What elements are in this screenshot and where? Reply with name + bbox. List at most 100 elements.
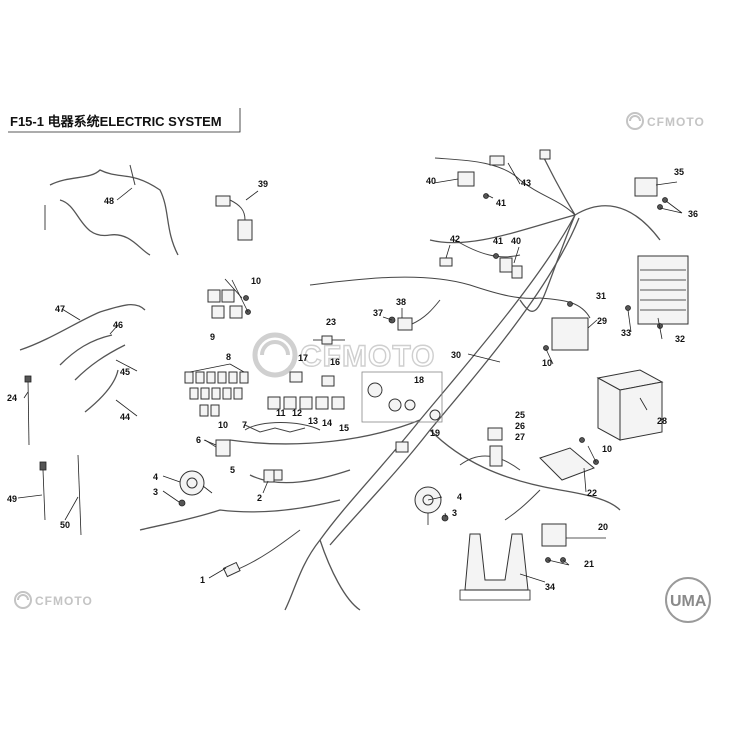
callout-32: 32 [675,334,685,344]
callout-9: 9 [210,332,215,342]
part-29-starter-relay [543,301,589,351]
callout-10-a: 10 [251,276,261,286]
part-25-27-switch [487,427,503,467]
callout-40-b: 40 [511,236,521,246]
watermark-text: CFMOTO [300,340,435,373]
part-3-bolt-right [441,514,449,522]
callout-leaders [17,162,683,583]
callout-5: 5 [230,465,235,475]
brand-name: CFMOTO [647,115,705,129]
part-22-control-module [539,437,599,481]
part-38-sensor [397,299,441,331]
callout-numbers: 1 2 3 3 4 4 5 6 7 8 9 10 10 10 10 11 12 … [7,167,698,592]
callout-28: 28 [657,416,667,426]
callout-26: 26 [515,421,525,431]
callout-6: 6 [196,435,201,445]
part-32-regulator [625,255,689,329]
part-49-tie [39,461,47,521]
callout-29: 29 [597,316,607,326]
uma-badge-icon: UMA [665,577,711,623]
cfmoto-watermark-icon [252,332,298,378]
part-2-connector [263,469,283,483]
callout-1: 1 [200,575,205,585]
callout-18: 18 [414,375,424,385]
brand-top-right: CFMOTO [626,112,705,130]
part-11-15-relays [267,396,345,410]
part-18-ignition-switch [361,371,443,423]
callout-21: 21 [584,559,594,569]
center-watermark: CFMOTO [252,332,435,378]
callout-3-right: 3 [452,508,457,518]
part-4-horn-right [414,486,442,525]
part-28-battery [596,369,664,441]
callout-35: 35 [674,167,684,177]
callout-33: 33 [621,328,631,338]
uma-badge-text: UMA [670,593,707,610]
callout-48: 48 [104,196,114,206]
part-47-harness [19,304,146,351]
part-16-connector [321,375,335,387]
callout-41-a: 41 [496,198,506,208]
callout-11: 11 [276,408,286,418]
part-23-connector [313,335,345,345]
callout-10-c: 10 [542,358,552,368]
callout-22: 22 [587,488,597,498]
part-40-43-connectors [439,149,551,279]
callout-36: 36 [688,209,698,219]
part-8-fuse-set [184,371,249,417]
callout-43: 43 [521,178,531,188]
brand-name-bottom: CFMOTO [35,594,93,608]
callout-45: 45 [120,367,130,377]
callout-44: 44 [120,412,130,422]
callout-4-left: 4 [153,472,158,482]
callout-24: 24 [7,393,17,403]
callout-34: 34 [545,582,555,592]
callout-25: 25 [515,410,525,420]
callout-31: 31 [596,291,606,301]
callout-10-d: 10 [602,444,612,454]
callout-16: 16 [330,357,340,367]
part-17-connector [289,371,303,383]
page-title: F15-1 电器系统ELECTRIC SYSTEM [10,114,222,129]
callout-8: 8 [226,352,231,362]
title-block: F15-1 电器系统ELECTRIC SYSTEM [8,108,241,133]
callout-47: 47 [55,304,65,314]
callout-30: 30 [451,350,461,360]
main-wiring-harness [139,149,661,611]
part-44-cable [84,369,119,413]
brand-bottom-left: CFMOTO [14,591,93,609]
callout-49: 49 [7,494,17,504]
part-9-10-relays [207,289,251,319]
callout-3-left: 3 [153,487,158,497]
callout-4-right: 4 [457,492,462,502]
part-24-tie [24,375,32,446]
callout-39: 39 [258,179,268,189]
callout-27: 27 [515,432,525,442]
part-1-sensor [222,529,301,578]
callout-23: 23 [326,317,336,327]
cfmoto-logo-icon [626,112,644,130]
part-45-cable [74,344,126,381]
callout-46: 46 [113,320,123,330]
callout-12: 12 [292,408,302,418]
part-39-switch [215,195,253,241]
part-7-terminals [244,424,306,433]
callout-20: 20 [598,522,608,532]
part-20-21-relay [541,523,567,563]
callout-17: 17 [298,353,308,363]
part-48-harness [44,164,179,256]
callout-10-b: 10 [218,420,228,430]
callout-7: 7 [242,420,247,430]
part-50-tie [77,454,82,536]
callout-37: 37 [373,308,383,318]
callout-41-b: 41 [493,236,503,246]
callout-14: 14 [322,418,332,428]
part-46-cable [59,334,113,366]
callout-13: 13 [308,416,318,426]
callout-2: 2 [257,493,262,503]
callout-38: 38 [396,297,406,307]
callout-42: 42 [450,234,460,244]
callout-50: 50 [60,520,70,530]
callout-40-a: 40 [426,176,436,186]
